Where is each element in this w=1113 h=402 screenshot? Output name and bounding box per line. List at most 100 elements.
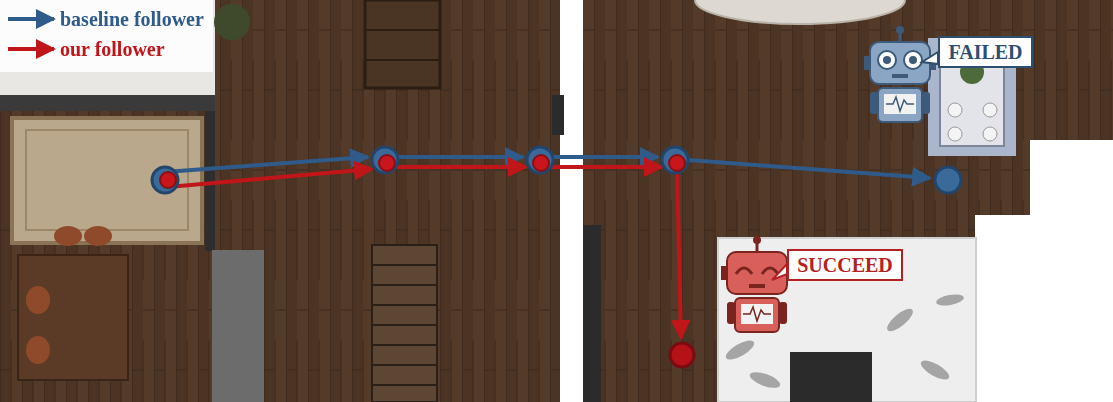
drawing-part bbox=[372, 344, 437, 346]
chair bbox=[26, 336, 50, 364]
outside-area bbox=[0, 0, 215, 95]
legend-sample bbox=[6, 9, 58, 29]
rug bbox=[12, 118, 202, 243]
drawing-part bbox=[884, 305, 916, 335]
left-room-floor bbox=[0, 111, 212, 402]
stairs bbox=[372, 245, 437, 402]
robot-waveform bbox=[743, 307, 771, 321]
plate bbox=[948, 103, 962, 117]
robot-eye bbox=[878, 51, 896, 69]
robot-arm bbox=[922, 92, 930, 114]
chair bbox=[54, 226, 82, 246]
robot-arm bbox=[727, 302, 735, 324]
right-room-floor bbox=[583, 0, 1113, 402]
robot-icon bbox=[864, 26, 936, 122]
legend-entry: our follower bbox=[6, 34, 204, 64]
robot-icon bbox=[721, 236, 793, 332]
crate-slat bbox=[365, 29, 440, 31]
robot-antenna-tip bbox=[753, 236, 761, 244]
stair-steps bbox=[372, 265, 437, 385]
robot-head bbox=[870, 42, 930, 84]
wall bbox=[583, 225, 601, 402]
status-label: SUCCEED bbox=[797, 253, 893, 277]
baseline-arrow bbox=[675, 159, 930, 178]
baseline-arrow bbox=[165, 157, 368, 172]
our-arrow bbox=[168, 169, 372, 187]
status-label: FAILED bbox=[948, 40, 1022, 64]
callout-tail bbox=[922, 52, 938, 64]
drawing-part bbox=[918, 357, 952, 383]
robot-ear bbox=[721, 266, 727, 280]
legend: baseline follower our follower bbox=[6, 4, 204, 64]
rug-border bbox=[26, 130, 188, 230]
baseline-waypoint bbox=[662, 147, 688, 173]
robot-pupil bbox=[909, 56, 917, 64]
robot-eye bbox=[736, 268, 752, 274]
chair bbox=[84, 226, 112, 246]
legend-arrow bbox=[8, 17, 54, 21]
status-callout: FAILED bbox=[938, 36, 1033, 68]
legend-label: our follower bbox=[60, 37, 165, 61]
drawing-part bbox=[748, 369, 782, 391]
drawing-part bbox=[372, 264, 437, 266]
baseline-waypoint bbox=[152, 167, 178, 193]
our-waypoint bbox=[379, 155, 395, 171]
chair bbox=[26, 286, 50, 314]
plate bbox=[983, 103, 997, 117]
trajectories bbox=[152, 147, 961, 367]
baseline-arrow bbox=[540, 155, 658, 159]
robot-screen bbox=[741, 304, 773, 324]
our-arrow bbox=[677, 168, 681, 338]
status-callout: SUCCEED bbox=[787, 249, 903, 281]
robot-arm bbox=[779, 302, 787, 324]
baseline-arrow bbox=[385, 155, 523, 159]
plate bbox=[983, 127, 997, 141]
robot-waveform bbox=[886, 97, 914, 111]
drawing-part bbox=[372, 364, 437, 366]
drawing-part bbox=[372, 304, 437, 306]
robot-mouth bbox=[749, 284, 765, 288]
robot-eye bbox=[762, 268, 778, 274]
our-arrow bbox=[387, 165, 526, 169]
sofa bbox=[718, 238, 976, 402]
crate bbox=[365, 0, 440, 88]
robot-ear bbox=[864, 56, 870, 70]
our-goal bbox=[670, 343, 694, 367]
round-table bbox=[695, 0, 905, 24]
legend-arrow bbox=[8, 47, 54, 51]
our-waypoint bbox=[160, 172, 176, 188]
hallway-floor bbox=[215, 0, 560, 402]
table bbox=[18, 255, 128, 380]
wall bbox=[0, 95, 215, 111]
wall bbox=[552, 95, 564, 135]
drawing-part bbox=[935, 293, 964, 308]
robots bbox=[721, 26, 936, 332]
wall-block bbox=[212, 250, 264, 402]
plant bbox=[214, 4, 250, 40]
coffee-table bbox=[790, 352, 872, 402]
drawing-part bbox=[723, 337, 757, 363]
our-arrow bbox=[541, 165, 662, 169]
legend-panel bbox=[0, 0, 213, 72]
drawing-part bbox=[372, 384, 437, 386]
baseline-waypoint bbox=[935, 167, 961, 193]
robot-arm bbox=[870, 92, 878, 114]
legend-entry: baseline follower bbox=[6, 4, 204, 34]
legend-label: baseline follower bbox=[60, 7, 204, 31]
robot-antenna-tip bbox=[896, 26, 904, 34]
callout-tail bbox=[772, 264, 787, 280]
drawing-part bbox=[372, 284, 437, 286]
robot-screen bbox=[884, 94, 916, 114]
robot-eye bbox=[904, 51, 922, 69]
legend-sample bbox=[6, 39, 58, 59]
crate-slat bbox=[365, 59, 440, 61]
drawing-part bbox=[372, 324, 437, 326]
robot-pupil bbox=[883, 56, 891, 64]
our-waypoint bbox=[669, 155, 685, 171]
plate bbox=[948, 127, 962, 141]
our-waypoint bbox=[533, 155, 549, 171]
robot-mouth bbox=[892, 74, 908, 78]
baseline-waypoint bbox=[527, 147, 553, 173]
